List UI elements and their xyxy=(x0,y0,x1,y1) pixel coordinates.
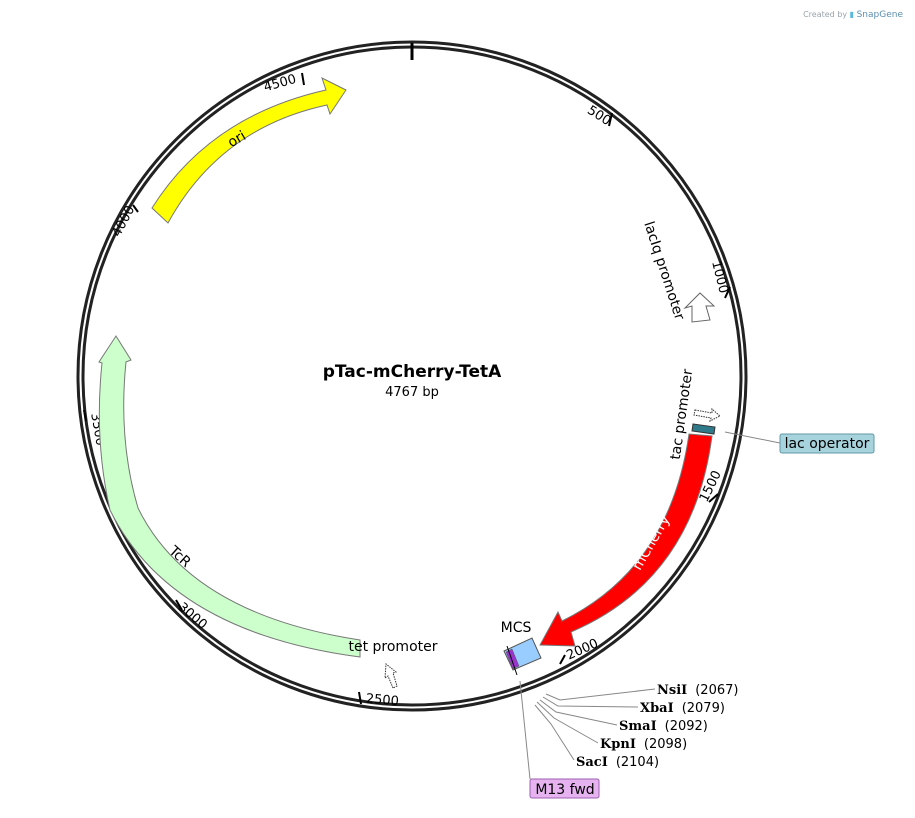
tick-mark-3000 xyxy=(175,599,183,611)
mcs-label: MCS xyxy=(501,620,532,636)
tac-promoter-arrow[interactable] xyxy=(693,407,721,422)
site-pos-xbai: (2079) xyxy=(682,701,725,716)
restriction-sites: NsiI (2067) XbaI (2079) SmaI (2092) KpnI (20… xyxy=(576,683,738,770)
mcs-connector-line xyxy=(506,645,518,676)
lac-operator-label: lac operator xyxy=(785,436,870,452)
credit-brand: SnapGene xyxy=(856,10,903,20)
lac-operator-leader-line xyxy=(724,431,781,444)
tick-mark-500 xyxy=(608,112,613,127)
site-name-nsii: NsiI xyxy=(657,683,687,698)
site-name-smai: SmaI xyxy=(619,719,657,734)
site-leader-lines xyxy=(519,431,781,780)
site-nsii[interactable]: NsiI (2067) xyxy=(657,683,738,698)
site-pos-smai: (2092) xyxy=(665,719,708,734)
m13-fwd-badge[interactable] xyxy=(529,778,600,799)
site-leader-xbai xyxy=(542,696,639,708)
tick-mark-4500 xyxy=(301,72,305,86)
laciq-promoter-arrow[interactable] xyxy=(683,292,716,323)
lac-operator-badge[interactable] xyxy=(779,433,875,454)
tick-mark-2500 xyxy=(358,691,362,705)
tick-marks xyxy=(83,72,731,705)
laciq-promoter-label: lacIq promoter xyxy=(640,220,687,323)
site-pos-nsii: (2067) xyxy=(695,683,738,698)
site-xbai[interactable]: XbaI (2079) xyxy=(640,701,725,716)
site-kpni[interactable]: KpnI (2098) xyxy=(600,737,687,752)
credit-prefix: Created by xyxy=(803,10,848,19)
snapgene-logo-icon: ▮ xyxy=(849,10,855,19)
site-name-kpni: KpnI xyxy=(600,737,636,752)
tick-mark-1500 xyxy=(708,493,719,503)
ori-label: ori xyxy=(225,128,249,151)
snapgene-credit: Created by ▮ SnapGene xyxy=(803,10,903,20)
tet-promoter-label: tet promoter xyxy=(348,639,437,655)
site-pos-kpni: (2098) xyxy=(644,737,687,752)
tcr-feature-arrow[interactable] xyxy=(98,335,361,658)
plasmid-name: pTac-mCherry-TetA xyxy=(323,362,502,382)
site-leader-nsii xyxy=(545,688,656,701)
site-pos-saci: (2104) xyxy=(616,755,659,770)
tick-mark-3500 xyxy=(83,409,87,422)
site-name-xbai: XbaI xyxy=(640,701,674,716)
lac-operator-feature[interactable] xyxy=(691,423,716,435)
tet-promoter-arrow[interactable] xyxy=(384,663,398,689)
mcherry-feature-arrow[interactable] xyxy=(539,433,713,647)
m13-fwd-label: M13 fwd xyxy=(535,782,594,798)
tick-label-4000: 4000 xyxy=(110,203,139,239)
ori-feature-arrow[interactable] xyxy=(151,77,347,224)
site-saci[interactable]: SacI (2104) xyxy=(576,755,659,770)
site-name-saci: SacI xyxy=(576,755,608,770)
site-leader-saci xyxy=(534,704,575,761)
site-smai[interactable]: SmaI (2092) xyxy=(619,719,708,734)
m13-leader-line xyxy=(519,680,531,780)
tick-mark-2000 xyxy=(559,654,566,665)
tick-mark-1000 xyxy=(724,286,731,299)
site-leader-smai xyxy=(539,699,618,726)
site-leader-kpni xyxy=(536,701,599,744)
backbone-outer-circle xyxy=(76,40,748,712)
tick-mark-4000 xyxy=(132,204,139,213)
tick-label-2500: 2500 xyxy=(365,692,399,710)
plasmid-size: 4767 bp xyxy=(385,385,439,400)
